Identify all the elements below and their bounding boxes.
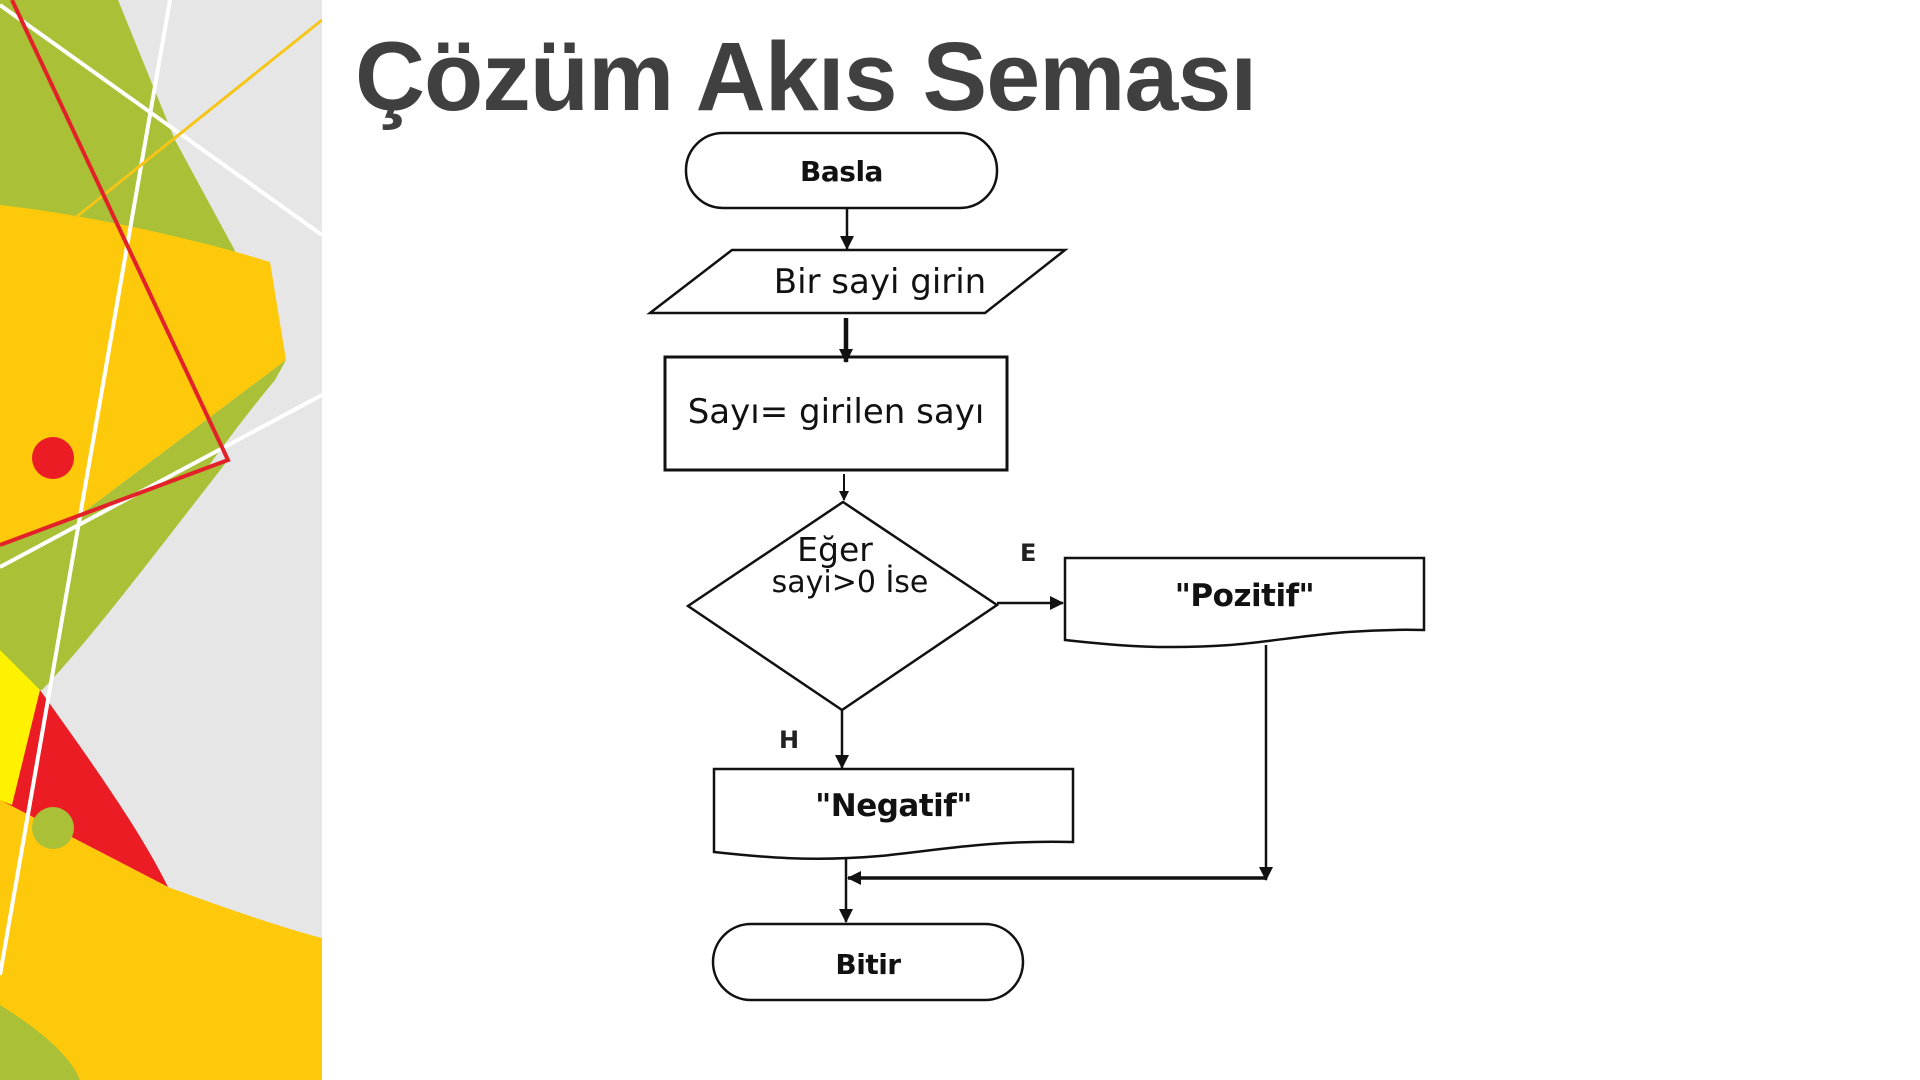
abstract-shapes-graphic <box>0 0 322 1080</box>
positive-document <box>1063 556 1426 649</box>
decision-label-line1: Eğer <box>797 530 873 569</box>
negative-label: "Negatif" <box>815 788 972 824</box>
slide-title: Çözüm Akıs Seması <box>355 22 1257 131</box>
start-label: Basla <box>800 155 883 188</box>
edge-label-yes: E <box>1020 539 1037 567</box>
process-box <box>663 355 1009 472</box>
process-label: Sayı= girilen sayı <box>687 392 985 432</box>
end-terminator <box>711 922 1025 1002</box>
input-parallelogram <box>646 248 1069 315</box>
decorative-side-panel <box>0 0 322 1080</box>
negative-document <box>712 767 1075 860</box>
input-label: Bir sayi girin <box>773 262 987 302</box>
decision-label-line2: sayi>0 İse <box>771 565 929 600</box>
edge-label-no: H <box>779 726 800 754</box>
start-terminator <box>684 131 999 210</box>
end-label: Bitir <box>835 948 901 981</box>
positive-label: "Pozitif" <box>1174 578 1315 614</box>
